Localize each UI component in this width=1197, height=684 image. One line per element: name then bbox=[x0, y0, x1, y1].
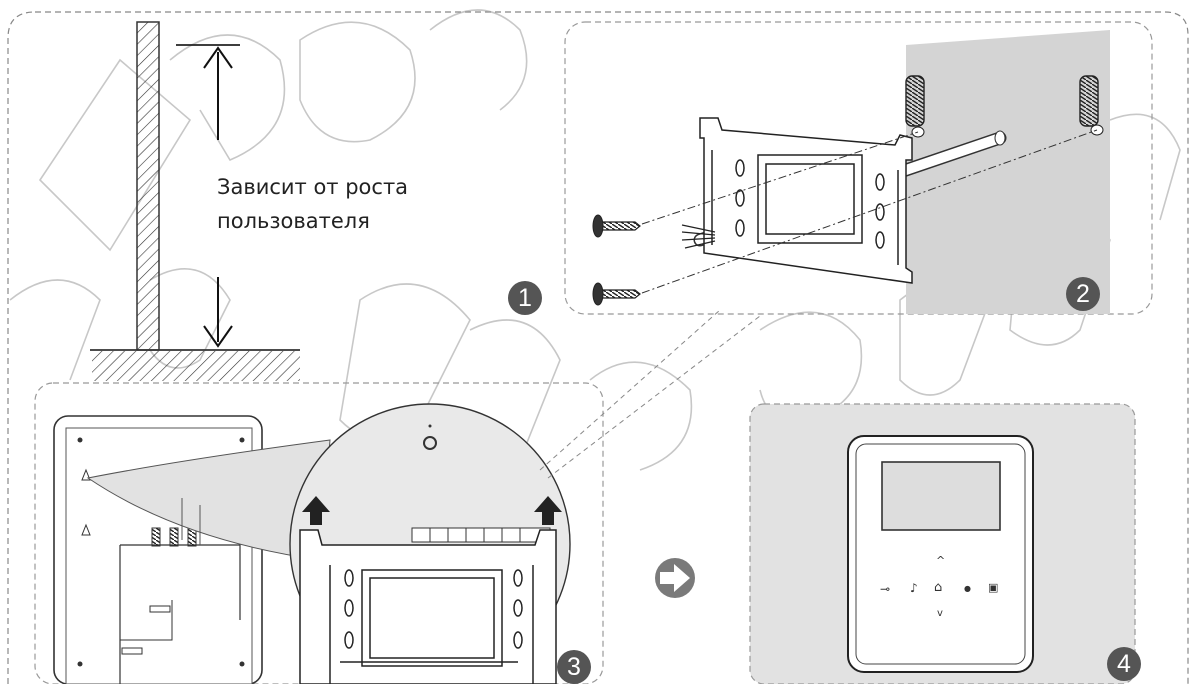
wall-anchor-left bbox=[905, 75, 925, 127]
down-arrow-icon: v bbox=[937, 608, 943, 619]
mounting-bracket bbox=[699, 117, 913, 284]
floor-hatch bbox=[92, 351, 300, 381]
step-badge-3: 3 bbox=[557, 650, 591, 684]
screw-bottom bbox=[592, 282, 641, 306]
push-arrow-right bbox=[534, 496, 562, 525]
height-note: Зависит от роста пользователя bbox=[217, 170, 408, 238]
panel-frame bbox=[564, 21, 1153, 315]
wall-section bbox=[136, 21, 160, 351]
step-badge-4: 4 bbox=[1107, 647, 1141, 681]
height-note-line2: пользователя bbox=[217, 209, 370, 233]
record-icon: ● bbox=[964, 584, 971, 593]
panel-monitor-attach bbox=[34, 309, 761, 684]
wall-anchor-right bbox=[1079, 75, 1099, 127]
step-badge-2: 2 bbox=[1066, 277, 1100, 311]
height-note-line1: Зависит от роста bbox=[217, 175, 409, 199]
key-icon: ⊸ bbox=[880, 582, 891, 596]
music-note-icon: ♪ bbox=[910, 581, 918, 595]
panel-bracket-mounting bbox=[564, 21, 1153, 315]
up-arrow-icon: ^ bbox=[936, 554, 946, 567]
alignment-lines bbox=[641, 129, 1098, 294]
outer-frame bbox=[7, 11, 1189, 684]
screw-top bbox=[592, 214, 641, 238]
next-step-arrow-icon bbox=[655, 558, 695, 598]
monitor-screen bbox=[881, 461, 1001, 531]
wall-height-diagram bbox=[90, 21, 300, 381]
push-arrow-left bbox=[302, 496, 330, 525]
wall-surface bbox=[906, 30, 1110, 314]
panel-installed-monitor bbox=[749, 403, 1136, 684]
home-icon: ⌂ bbox=[934, 580, 943, 595]
zoomed-bracket bbox=[299, 529, 557, 684]
panel-frame-3 bbox=[34, 382, 604, 684]
step-badge-1: 1 bbox=[508, 281, 542, 315]
image-icon: ▣ bbox=[988, 581, 999, 594]
cable-wires bbox=[681, 224, 716, 249]
zoom-connector-lines bbox=[539, 309, 761, 479]
